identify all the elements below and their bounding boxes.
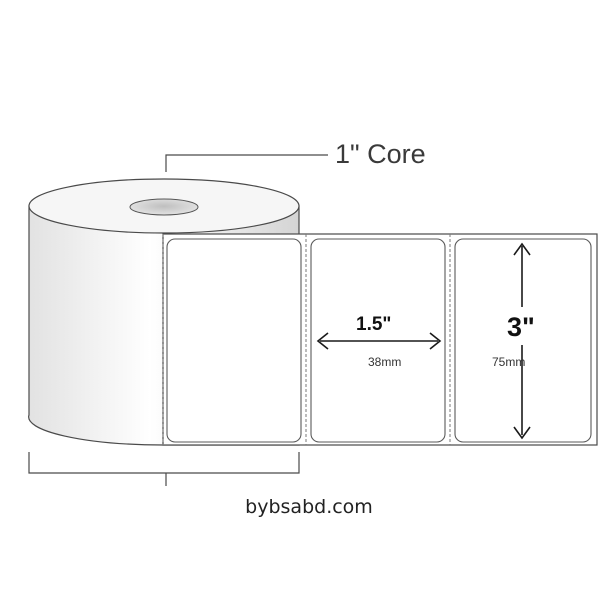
label-height-inches: 3" [507, 312, 535, 342]
label-height-mm: 75mm [492, 355, 525, 369]
label-1 [166, 238, 302, 443]
core-hole [129, 198, 199, 216]
arrow-down-icon [513, 426, 531, 440]
label-3 [454, 238, 592, 443]
core-label: 1" Core [335, 139, 426, 169]
arrow-left-icon [316, 332, 329, 350]
roll-width-bracket [28, 452, 300, 474]
label-width-inches: 1.5" [356, 314, 391, 335]
label-width-mm: 38mm [368, 355, 401, 369]
arrow-right-icon [429, 332, 442, 350]
core-leader-line [165, 154, 328, 172]
arrow-up-icon [513, 242, 531, 256]
website-label: bybsabd.com [245, 496, 373, 518]
